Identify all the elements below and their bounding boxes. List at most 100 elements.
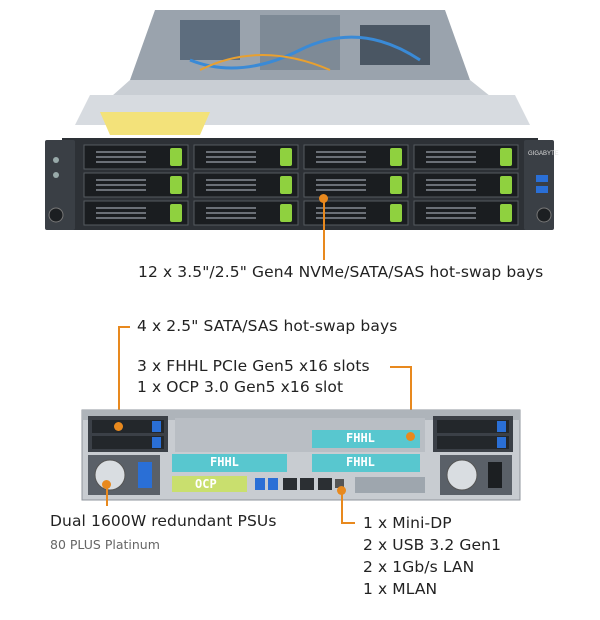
rear-drive-2-latch	[152, 437, 161, 448]
drive-bay-grille	[206, 189, 256, 191]
psu-callout: Dual 1600W redundant PSUs	[50, 512, 277, 530]
pcie-callout-hline	[390, 366, 412, 368]
drive-bay-grid	[83, 144, 519, 226]
rear-drive-1	[92, 420, 164, 433]
drive-bay-grille	[96, 212, 146, 214]
blue-cable	[189, 35, 421, 70]
drive-bay-grille	[96, 184, 146, 186]
drive-bay-grille	[206, 156, 256, 158]
rear-top-lip	[82, 410, 520, 420]
mlan-port	[318, 478, 332, 490]
psu-callout-sub: 80 PLUS Platinum	[50, 537, 160, 552]
drive-bay-grille	[96, 156, 146, 158]
left-ear	[45, 140, 75, 230]
drive-bay-grille	[316, 189, 366, 191]
drive-bay-grille	[316, 179, 366, 181]
rear-drive-1-latch	[152, 421, 161, 432]
drive-bay-grille	[96, 151, 146, 153]
io-callout-line3: 2 x 1Gb/s LAN	[363, 558, 475, 576]
warning-label	[100, 112, 210, 135]
rear-usb-2	[268, 478, 278, 490]
front-callout-dot	[319, 194, 328, 203]
drive-bay-grille	[206, 179, 256, 181]
mini-dp-port	[335, 479, 344, 488]
drive-bay-grille	[316, 184, 366, 186]
front-brand-label: GIGABYTE	[528, 151, 559, 157]
io-callout-vline	[341, 490, 343, 524]
drive-bay-grille	[206, 151, 256, 153]
lan-port-2	[300, 478, 314, 490]
drive-bay-grille	[426, 179, 476, 181]
rear-drive-4-latch	[497, 437, 506, 448]
right-ear	[524, 140, 554, 230]
drive-bay-latch	[500, 148, 512, 166]
io-callout-line1: 1 x Mini-DP	[363, 514, 452, 532]
drive-bay-grille	[316, 207, 366, 209]
drive-bay-grille	[316, 151, 366, 153]
io-callout-line4: 1 x MLAN	[363, 580, 438, 598]
io-callout-hline	[341, 522, 355, 524]
rear-drive-3	[437, 420, 509, 433]
lan-port-1	[283, 478, 297, 490]
fhhl-slot-top	[312, 430, 420, 448]
fhhl-slot-right	[312, 454, 420, 472]
drive-bay-grille	[206, 207, 256, 209]
front-callout-line	[323, 200, 325, 260]
power-button-icon	[53, 157, 59, 163]
drive-bay-grille	[426, 151, 476, 153]
ocp-slot	[172, 476, 247, 492]
rear-bays-callout-dot	[114, 422, 123, 431]
rear-drive-4	[437, 436, 509, 449]
drive-bay-latch	[170, 176, 182, 194]
drive-bay-grille	[426, 207, 476, 209]
pcie-callout-vline	[410, 366, 412, 434]
drive-bay-latch	[170, 204, 182, 222]
ocp-label: OCP	[195, 477, 217, 491]
io-callout-line2: 2 x USB 3.2 Gen1	[363, 536, 502, 554]
drive-bay-grille	[426, 161, 476, 163]
psu-callout-vline	[106, 484, 108, 506]
fhhl-label-right: FHHL	[346, 455, 375, 469]
drive-bay-grille	[206, 161, 256, 163]
drive-bay-grille	[316, 156, 366, 158]
orange-cable	[199, 54, 331, 71]
drive-bay-latch	[500, 176, 512, 194]
drive-bay-grille	[206, 217, 256, 219]
rear-bays-callout-vline	[118, 326, 120, 426]
front-usb-port-2	[536, 186, 548, 193]
drive-bay-grille	[96, 189, 146, 191]
drive-bay-grille	[96, 161, 146, 163]
rear-drive-3-latch	[497, 421, 506, 432]
drive-bay-grille	[426, 156, 476, 158]
psu-right-fan-icon	[446, 459, 478, 491]
drive-bay-latch	[390, 204, 402, 222]
rear-bays-callout-hline	[118, 326, 130, 328]
drive-bay-grille	[316, 212, 366, 214]
drive-bay-grille	[316, 217, 366, 219]
drive-bay-latch	[170, 148, 182, 166]
right-thumbscrew	[536, 207, 552, 223]
drive-bays-callout: 12 x 3.5"/2.5" Gen4 NVMe/SATA/SAS hot-sw…	[138, 263, 544, 281]
drive-bay-grille	[426, 217, 476, 219]
fhhl-label-left: FHHL	[210, 455, 239, 469]
rear-bays-callout: 4 x 2.5" SATA/SAS hot-swap bays	[137, 317, 398, 335]
fan-module	[180, 20, 240, 60]
pcie-callout-dot	[406, 432, 415, 441]
drive-bay-grille	[426, 212, 476, 214]
pcie-callout-line2: 1 x OCP 3.0 Gen5 x16 slot	[137, 378, 344, 396]
id-button-icon	[53, 172, 59, 178]
drive-bay-grille	[426, 189, 476, 191]
fhhl-label-top: FHHL	[346, 431, 375, 445]
front-usb-port-1	[536, 175, 548, 182]
pcie-callout-line1: 3 x FHHL PCIe Gen5 x16 slots	[137, 357, 370, 375]
drive-bay-grille	[206, 184, 256, 186]
rear-drive-2	[92, 436, 164, 449]
left-thumbscrew	[48, 207, 64, 223]
drive-bay-latch	[390, 176, 402, 194]
drive-bay-latch	[280, 204, 292, 222]
psu-left-handle	[138, 462, 152, 488]
drive-bay-latch	[280, 148, 292, 166]
drive-bay-grille	[316, 161, 366, 163]
